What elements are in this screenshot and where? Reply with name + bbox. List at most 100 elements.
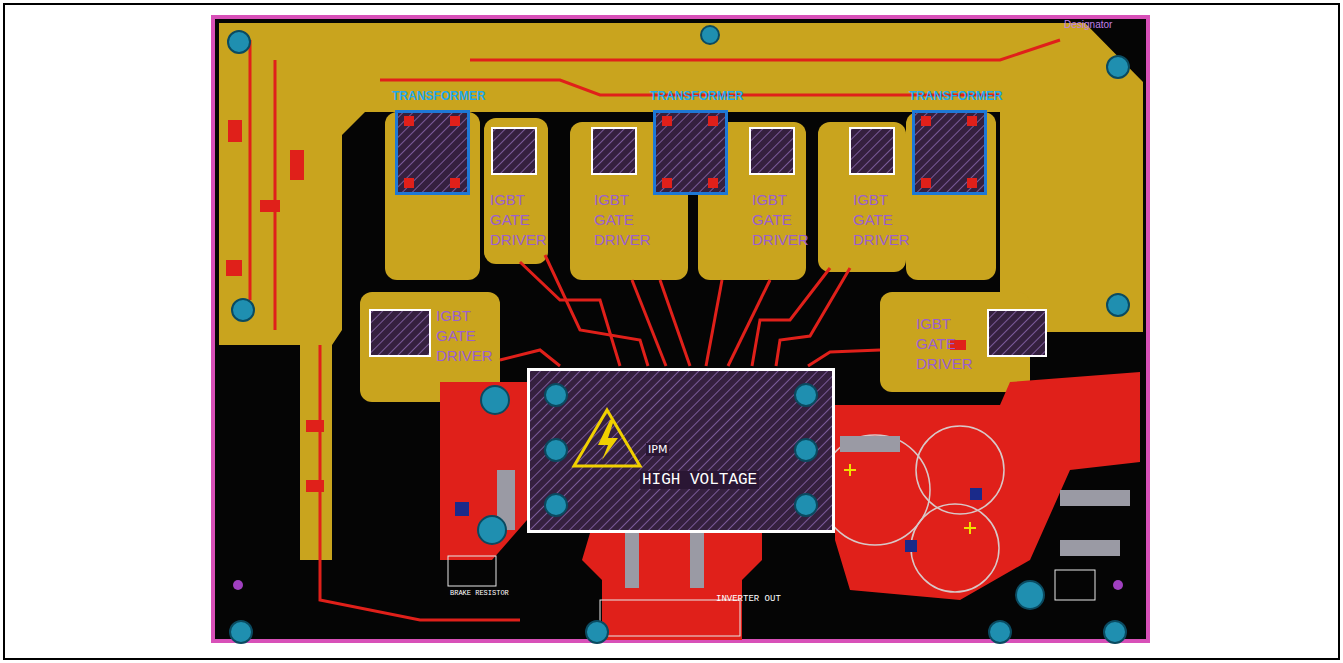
driver-label: IGBT GATE DRIVER <box>594 190 658 250</box>
ipm-module: IPM HIGH VOLTAGE <box>527 368 835 533</box>
pad <box>921 178 931 188</box>
copper-island <box>906 112 996 280</box>
trace <box>808 350 880 366</box>
trace <box>545 255 648 366</box>
power-plane <box>835 372 1140 600</box>
warning-text: HIGH VOLTAGE <box>640 471 759 489</box>
hole <box>1107 294 1129 316</box>
transformer-box: TRANSFORMER <box>395 110 470 195</box>
pad <box>455 502 469 516</box>
trace <box>706 280 722 366</box>
transformer-body <box>915 113 984 192</box>
driver-ic <box>850 128 894 174</box>
hole <box>795 439 817 461</box>
trace <box>632 280 666 366</box>
hole <box>1107 56 1129 78</box>
transformer-body <box>656 113 725 192</box>
smd-pad <box>228 120 242 142</box>
pad <box>662 116 672 126</box>
hole <box>481 386 509 414</box>
driver-label: IGBT GATE DRIVER <box>916 314 980 374</box>
silkscreen-note: Designator <box>1064 19 1112 31</box>
figure-frame <box>4 4 1339 659</box>
test-point <box>1113 580 1123 590</box>
ipm-body <box>529 370 833 531</box>
warning-triangle <box>574 410 640 466</box>
driver-label: IGBT GATE DRIVER <box>752 190 816 250</box>
capacitors <box>820 426 1004 592</box>
pad <box>404 178 414 188</box>
hole <box>545 384 567 406</box>
hole <box>545 439 567 461</box>
hole <box>701 26 719 44</box>
driver-label: IGBT GATE DRIVER <box>490 190 554 250</box>
part-heading: TRANSFORMER <box>392 89 485 103</box>
board-outline <box>213 17 1148 641</box>
pad <box>708 178 718 188</box>
smd-pad <box>260 200 280 212</box>
smd-pad <box>306 420 324 432</box>
pad <box>905 540 917 552</box>
driver-label: IGBT GATE DRIVER <box>853 190 917 250</box>
hole <box>989 621 1011 643</box>
smd-pad <box>306 480 324 492</box>
pad <box>662 178 672 188</box>
driver-ic <box>750 128 794 174</box>
lightning-bolt <box>598 420 618 460</box>
hole <box>478 516 506 544</box>
polarity-marks <box>844 464 976 534</box>
pad <box>708 116 718 126</box>
pad <box>921 116 931 126</box>
plus-mark <box>969 522 971 534</box>
plus-mark <box>849 464 851 476</box>
driver-label: IGBT GATE DRIVER <box>436 306 500 366</box>
pad <box>450 178 460 188</box>
shunt <box>840 436 900 452</box>
part-heading: TRANSFORMER <box>909 89 1002 103</box>
silkscreen-label: INVERTER OUT <box>716 594 781 605</box>
capacitor-outline <box>820 435 930 545</box>
smd-pad <box>226 260 242 276</box>
trace <box>728 280 770 366</box>
capacitor-outline <box>916 426 1004 514</box>
hole <box>232 299 254 321</box>
pad <box>450 116 460 126</box>
hole <box>545 494 567 516</box>
transformer-body <box>398 113 467 192</box>
silk-outline <box>448 556 496 586</box>
trace <box>249 40 252 300</box>
hole <box>1016 581 1044 609</box>
test-point <box>233 580 243 590</box>
power-plane <box>582 533 762 640</box>
silk-outline <box>600 600 740 636</box>
hole <box>586 621 608 643</box>
part-heading: TRANSFORMER <box>650 89 743 103</box>
capacitor-outline <box>911 504 999 592</box>
hole <box>795 384 817 406</box>
silkscreen-label: BRAKE RESISTOR <box>450 589 509 598</box>
silk-outline <box>1055 570 1095 600</box>
trace <box>660 280 690 366</box>
hole <box>228 31 250 53</box>
pad <box>967 178 977 188</box>
test-points <box>233 580 1123 590</box>
module-name: IPM <box>646 443 669 456</box>
trace <box>752 268 830 366</box>
pad <box>404 116 414 126</box>
shunt <box>1060 540 1120 556</box>
transformer-pads <box>404 116 977 188</box>
mounting-holes <box>228 26 1129 643</box>
trace <box>274 60 277 330</box>
driver-ic <box>592 128 636 174</box>
trace <box>500 350 560 366</box>
shunt <box>1060 490 1130 506</box>
smd-pad <box>290 150 304 180</box>
driver-ic <box>370 310 430 356</box>
trace <box>470 40 1060 60</box>
transformer-box: TRANSFORMER <box>912 110 987 195</box>
pad <box>967 116 977 126</box>
copper-island <box>385 112 480 280</box>
hole <box>230 621 252 643</box>
